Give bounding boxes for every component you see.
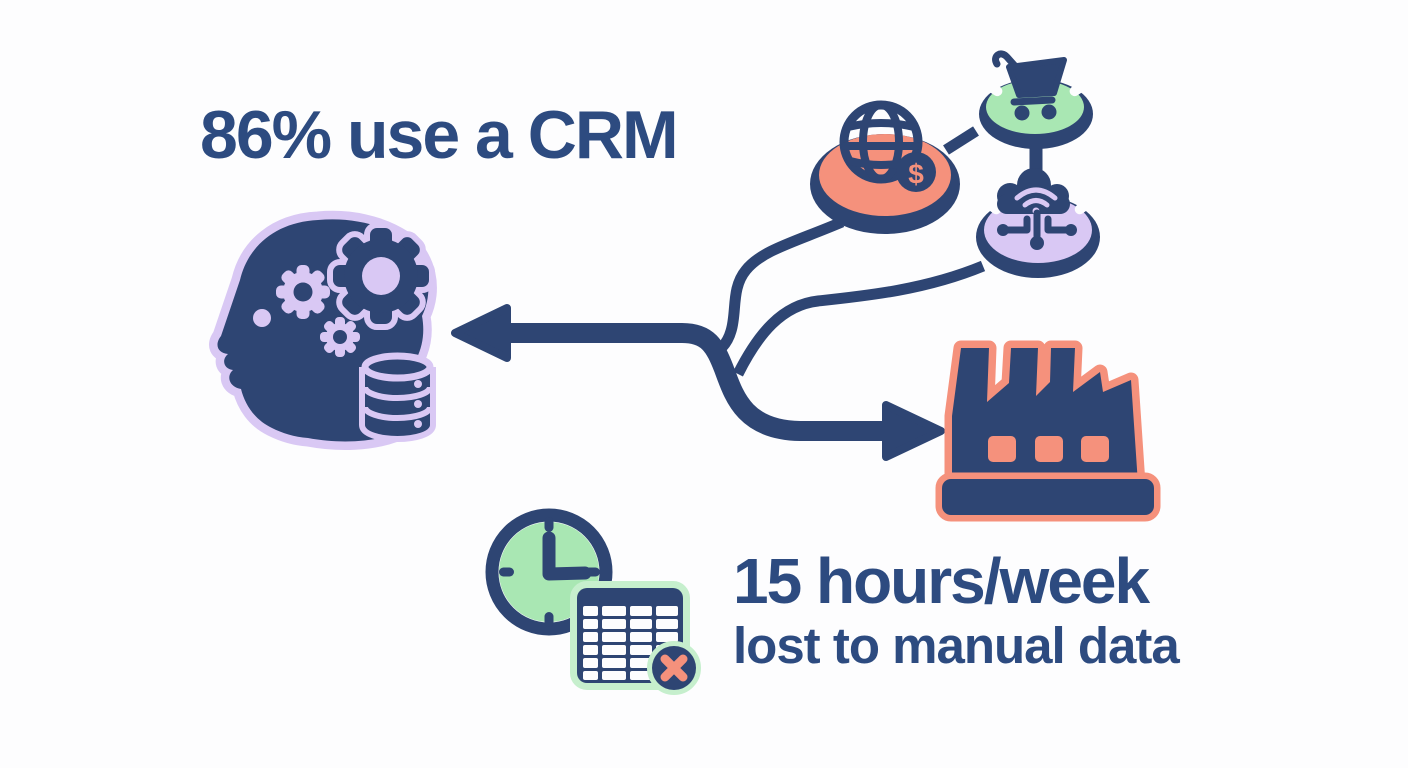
ring-gap — [1069, 81, 1087, 97]
globe-icon — [839, 100, 923, 184]
cart-platform — [979, 50, 1093, 149]
ring-gap — [985, 81, 1003, 97]
database-icon — [359, 352, 436, 442]
gear-small-icon — [320, 317, 360, 357]
connector-green-orange — [943, 126, 979, 155]
factory-window — [1081, 436, 1109, 462]
clock-hands — [542, 531, 592, 581]
circuit-icon — [997, 209, 1077, 250]
crm-usage-stat-text: 86% use a CRM — [200, 97, 679, 173]
factory-base — [935, 472, 1161, 522]
factory-icon — [935, 340, 1161, 522]
clock-tick-6 — [544, 612, 554, 627]
arrow-left-icon — [451, 304, 511, 362]
connector-line-from-globe — [707, 216, 845, 361]
clock-icon — [485, 508, 613, 636]
platform-face-green — [986, 80, 1084, 134]
branch-arrows — [451, 126, 1043, 461]
globe-dollar-platform: $ — [810, 100, 960, 234]
clock-tick-12 — [544, 517, 554, 532]
ring-gap — [817, 125, 837, 142]
cart-icon — [992, 50, 1067, 121]
ring-gap — [933, 125, 953, 142]
ring-gap — [1074, 199, 1092, 215]
dollar-badge-icon: $ — [896, 152, 936, 192]
gear-large-icon — [327, 222, 435, 330]
gear-medium-icon — [276, 265, 330, 319]
factory-building — [944, 340, 1146, 492]
clock-tick-9 — [499, 567, 514, 577]
connector-line-from-cloud — [733, 260, 986, 377]
factory-window — [1035, 436, 1063, 462]
brain-head-icon — [209, 210, 437, 450]
ring-gap — [984, 199, 1002, 215]
hours-lost-caption-text: lost to manual data — [733, 617, 1180, 674]
eye-dot — [253, 309, 271, 327]
spreadsheet-cells — [583, 606, 678, 680]
spreadsheet-icon — [570, 581, 701, 695]
hours-lost-stat-text: 15 hours/week — [733, 545, 1150, 617]
factory-window — [988, 436, 1016, 462]
trunk-path — [505, 323, 890, 441]
error-x-icon — [647, 641, 701, 695]
arrow-right-icon — [882, 401, 945, 461]
dollar-sign: $ — [908, 159, 924, 190]
cloud-network-platform — [976, 168, 1100, 278]
